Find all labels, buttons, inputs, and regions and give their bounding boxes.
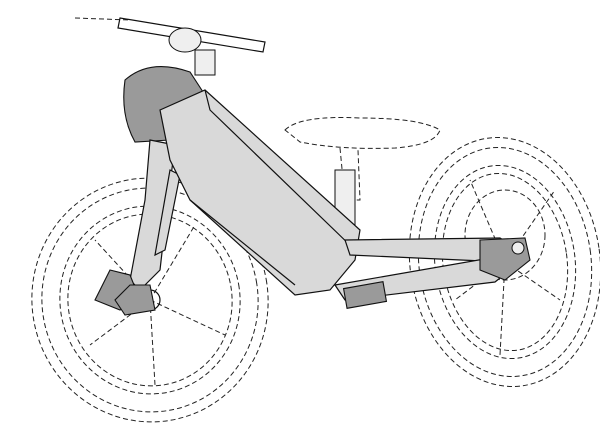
motor xyxy=(342,281,388,309)
front-wheel xyxy=(31,177,269,423)
footpeg-right xyxy=(114,284,156,316)
handlebar xyxy=(74,17,266,76)
battery-frame xyxy=(159,89,361,296)
